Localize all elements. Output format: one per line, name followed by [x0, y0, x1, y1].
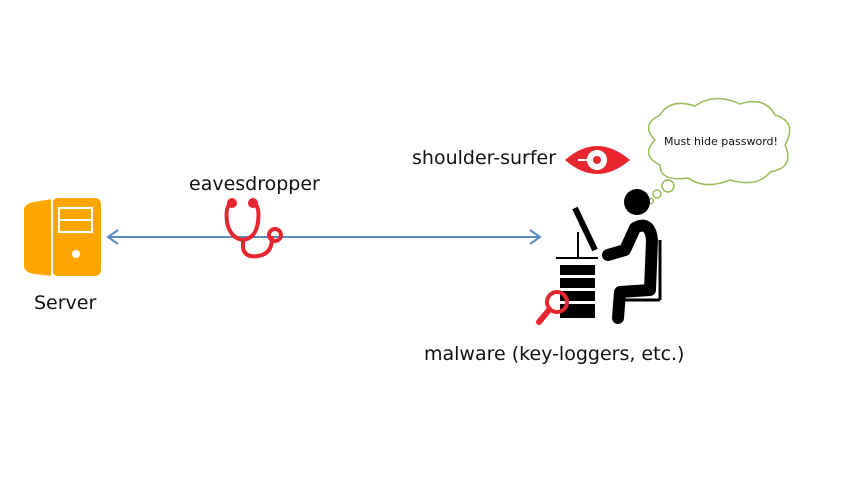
shoulder-surfer-label: shoulder-surfer	[412, 147, 557, 169]
thought-cloud	[647, 97, 791, 205]
server-icon	[24, 198, 101, 276]
stethoscope-icon	[224, 198, 283, 259]
malware-label: malware (key-loggers, etc.)	[424, 343, 685, 365]
magnifier-icon	[536, 290, 569, 325]
connection-arrow	[106, 229, 542, 245]
eye-icon	[565, 146, 630, 174]
thought-text: Must hide password!	[664, 135, 778, 148]
server-label: Server	[34, 292, 97, 314]
person-at-computer-icon	[556, 189, 662, 324]
eavesdropper-label: eavesdropper	[189, 173, 320, 195]
